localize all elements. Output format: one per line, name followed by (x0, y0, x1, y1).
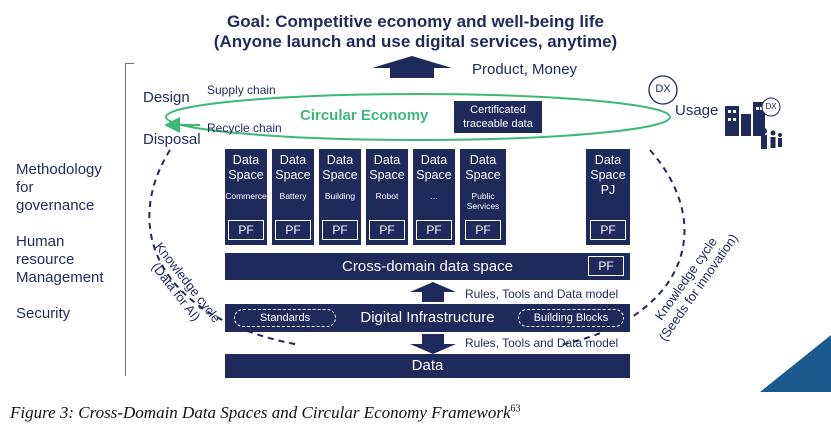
up-arrow-rules-icon (410, 282, 456, 302)
rules-label-upper: Rules, Tools and Data model (465, 287, 619, 301)
security-label: Security (16, 305, 71, 322)
data-space-sub: Public Services (466, 191, 500, 211)
methodology-label: Methodology for governance (16, 161, 102, 215)
data-space-public-services: Data Space Public Services PF (460, 149, 506, 245)
product-money-label: Product, Money (472, 61, 578, 78)
data-space-robot: Data Space Robot PF (366, 149, 408, 245)
data-space-commerce: Data Space Commerce PF (225, 149, 267, 245)
slide: Goal: Competitive economy and well-being… (16, 12, 831, 392)
pf-box: PF (228, 220, 264, 240)
rules-label-lower: Rules, Tools and Data model (465, 336, 619, 350)
certificated-line2: traceable data (463, 118, 533, 130)
supply-chain-label: Supply chain (207, 83, 276, 97)
data-space-title: Data Space (369, 153, 405, 182)
dx-label: DX (655, 83, 671, 95)
left-bracket (125, 63, 134, 376)
city-buildings-icon (725, 102, 765, 136)
up-arrow-product-icon (372, 56, 452, 78)
goal-title: Goal: Competitive economy and well-being… (227, 12, 604, 31)
data-space-sub: … (429, 191, 439, 201)
cross-domain-label: Cross-domain data space (342, 258, 513, 275)
human-line3: Management (16, 269, 104, 286)
human-line2: resource (16, 251, 75, 268)
pf-box: PF (416, 220, 452, 240)
building-blocks-pill: Building Blocks (518, 309, 624, 327)
certificated-line1: Certificated (470, 104, 526, 116)
design-label: Design (143, 89, 190, 106)
data-space-building: Data Space Building PF (319, 149, 361, 245)
data-space-title: Data Space (228, 153, 264, 182)
dx-small-icon (761, 97, 781, 117)
data-space-ellipsis: Data Space … PF (413, 149, 455, 245)
disposal-label: Disposal (143, 131, 201, 148)
dx-small-label: DX (765, 102, 777, 111)
data-bar: Data (225, 354, 630, 378)
data-space-sub: Commerce (225, 191, 267, 201)
pf-box: PF (590, 220, 626, 240)
data-space-sub: Battery (279, 191, 307, 201)
corner-accent (760, 335, 831, 392)
data-space-sub: Building (324, 191, 356, 201)
digital-infrastructure-bar: Digital Infrastructure (225, 304, 630, 332)
cross-domain-pf: PF (588, 256, 624, 276)
data-space-sub: Robot (375, 191, 399, 201)
human-line1: Human (16, 233, 65, 250)
goal-subtitle: (Anyone launch and use digital services,… (213, 32, 618, 51)
figure-caption: Figure 3: Cross-Domain Data Spaces and C… (10, 403, 521, 423)
human-resource-label: Human resource Management (16, 233, 104, 287)
standards-pill: Standards (234, 309, 336, 327)
circular-economy-label: Circular Economy (300, 107, 429, 124)
pf-box: PF (465, 220, 501, 240)
caption-footnote: 63 (510, 403, 521, 415)
data-space-title: Data Space (275, 153, 311, 182)
data-space-pj: Data Space PJ PF (586, 149, 630, 245)
down-arrow-rules-icon (410, 334, 456, 354)
caption-text: Figure 3: Cross-Domain Data Spaces and C… (10, 403, 511, 422)
data-space-pj-sub: PJ (600, 183, 616, 197)
cross-domain-bar: Cross-domain data space PF (225, 253, 630, 280)
data-space-title: Data Space (416, 153, 452, 182)
methodology-line3: governance (16, 197, 95, 214)
dx-cycle-icon (648, 75, 678, 105)
pf-box: PF (275, 220, 311, 240)
usage-label: Usage (675, 102, 719, 119)
pf-box: PF (322, 220, 358, 240)
pf-box: PF (369, 220, 405, 240)
page-number: 24 (784, 357, 796, 368)
data-space-title: Data Space (322, 153, 358, 182)
data-space-title: Data Space (465, 153, 501, 182)
methodology-line2: for (16, 179, 34, 196)
recycle-chain-label: Recycle chain (207, 121, 282, 135)
people-icon (761, 128, 782, 149)
methodology-line1: Methodology (16, 161, 102, 178)
data-space-title: Data Space (590, 153, 626, 182)
certificated-data-box: Certificated traceable data (454, 101, 542, 133)
data-space-battery: Data Space Battery PF (272, 149, 314, 245)
digital-infrastructure-label: Digital Infrastructure (360, 309, 495, 326)
